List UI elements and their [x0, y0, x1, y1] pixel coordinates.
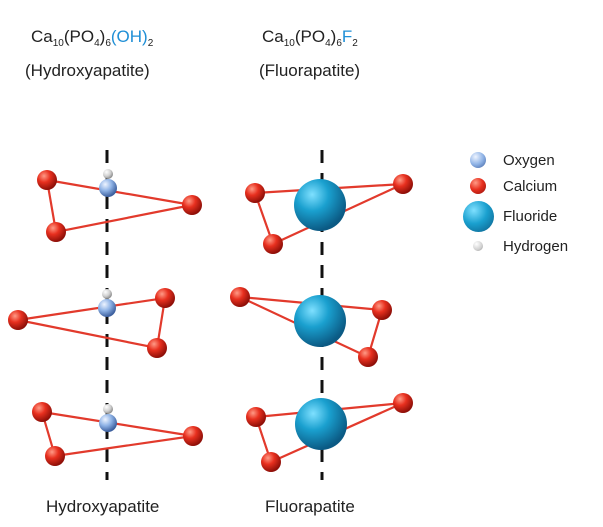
legend-label: Fluoride — [503, 207, 558, 225]
hydroxy-triangle-1 — [37, 169, 202, 242]
legend-label: Oxygen — [503, 151, 555, 169]
calcium-atom — [358, 347, 378, 367]
calcium-atom — [183, 426, 203, 446]
hydroxyapatite-formula: Ca10(PO4)6(OH)2 — [31, 27, 154, 49]
fluoride-ion — [294, 179, 346, 231]
fluoro-triangle-1 — [245, 174, 413, 254]
fluoro-triangle-3 — [246, 393, 413, 472]
calcium-atom — [393, 174, 413, 194]
calcium-atom — [393, 393, 413, 413]
calcium-atom — [8, 310, 28, 330]
calcium-atom — [230, 287, 250, 307]
hydroxy-triangle-3 — [32, 402, 203, 466]
fluoride-ion-icon — [463, 199, 503, 233]
calcium-atom — [372, 300, 392, 320]
oxygen-atom — [99, 179, 117, 197]
legend-item-hydrogen: Hydrogen — [463, 233, 568, 259]
legend-label: Hydrogen — [503, 237, 569, 255]
fluorapatite-formula: Ca10(PO4)6F2 — [262, 27, 358, 49]
oxygen-atom — [99, 414, 117, 432]
calcium-atom — [245, 183, 265, 203]
hydroxyapatite-subtitle: (Hydroxyapatite) — [25, 61, 150, 80]
calcium-atom — [46, 222, 66, 242]
legend-label: Calcium — [503, 177, 558, 195]
oxygen-atom — [98, 299, 116, 317]
calcium-atom — [246, 407, 266, 427]
calcium-atom — [32, 402, 52, 422]
hydroxyapatite-label: Hydroxyapatite — [46, 497, 160, 516]
oxygen-atom-icon — [463, 147, 503, 173]
fluoride-ion — [295, 398, 347, 450]
hydrogen-atom-icon — [463, 233, 503, 259]
calcium-atom — [147, 338, 167, 358]
hydrogen-atom — [103, 404, 113, 414]
legend: Oxygen Calcium Fluoride Hydrogen — [463, 147, 568, 259]
fluoro-triangle-2 — [230, 287, 392, 367]
calcium-atom — [263, 234, 283, 254]
fluorapatite-subtitle: (Fluorapatite) — [259, 61, 361, 80]
hydroxy-triangle-2 — [8, 288, 175, 358]
calcium-atom — [45, 446, 65, 466]
calcium-atom — [261, 452, 281, 472]
calcium-atom — [182, 195, 202, 215]
fluorapatite-label: Fluorapatite — [265, 497, 355, 516]
legend-item-fluoride: Fluoride — [463, 199, 568, 233]
hydrogen-atom — [102, 289, 112, 299]
calcium-atom — [155, 288, 175, 308]
hydrogen-atom — [103, 169, 113, 179]
calcium-atom-icon — [463, 173, 503, 199]
calcium-atom — [37, 170, 57, 190]
fluoride-ion — [294, 295, 346, 347]
legend-item-oxygen: Oxygen — [463, 147, 568, 173]
legend-item-calcium: Calcium — [463, 173, 568, 199]
